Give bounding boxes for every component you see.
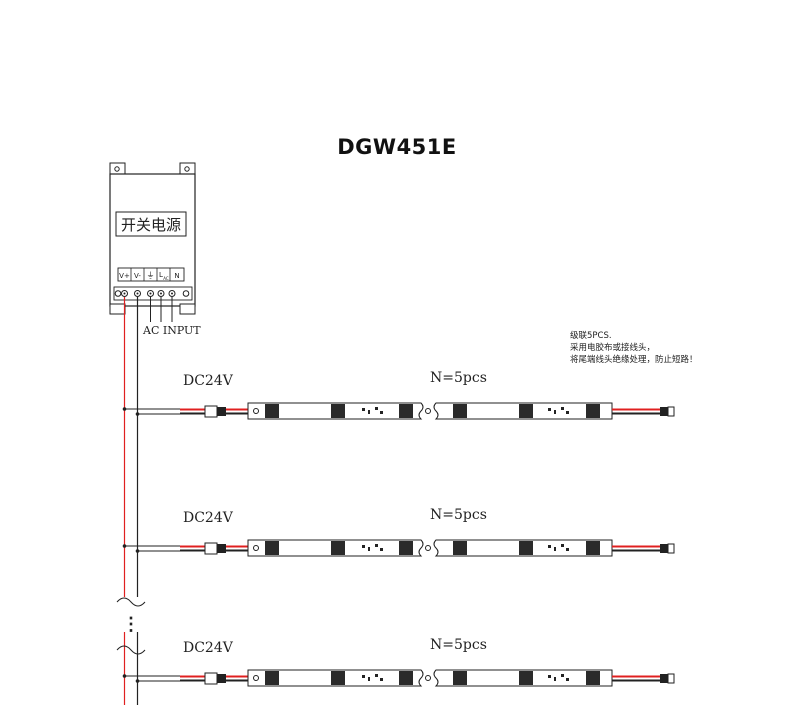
terminal-label-n: N (174, 272, 179, 280)
branch-voltage-2: DC24V (183, 510, 234, 526)
note-line-1: 级联5PCS. (570, 330, 612, 341)
power-bus (116, 297, 146, 705)
ac-input-label: AC INPUT (142, 324, 201, 337)
led-strip-3 (247, 669, 613, 687)
ground-icon: ⏚ (147, 271, 155, 280)
screw-terminals (114, 290, 190, 297)
branch-count-3: N=5pcs (430, 637, 487, 653)
cascade-note: 级联5PCS. 采用电胶布或接线头， 将尾端线头绝缘处理，防止短路！ (570, 330, 698, 365)
led-strip-2 (247, 539, 613, 557)
branch-1: DC24V N=5pcs (122, 370, 675, 420)
power-supply: 开关电源 V+ V- ⏚ L AC N (109, 162, 196, 315)
diagram-title: DGW451E (337, 135, 457, 159)
continuation-ellipsis: ⋮ (122, 614, 140, 635)
branch-count-2: N=5pcs (430, 507, 487, 523)
ac-input-wires (150, 297, 173, 322)
branch-voltage-1: DC24V (183, 373, 234, 389)
note-line-3: 将尾端线头绝缘处理，防止短路！ (570, 354, 698, 365)
terminal-label-vminus: V- (134, 272, 141, 280)
branch-3: DC24V N=5pcs (122, 637, 675, 687)
terminal-label-l: L (159, 271, 163, 279)
branch-2: DC24V N=5pcs (122, 507, 675, 557)
terminal-label-vplus: V+ (119, 272, 130, 280)
branch-voltage-3: DC24V (183, 640, 234, 656)
note-line-2: 采用电胶布或接线头， (570, 342, 655, 353)
branch-count-1: N=5pcs (430, 370, 487, 386)
power-supply-label: 开关电源 (121, 216, 181, 234)
led-strip-1 (247, 402, 613, 420)
terminal-label-ac: AC (163, 276, 169, 281)
